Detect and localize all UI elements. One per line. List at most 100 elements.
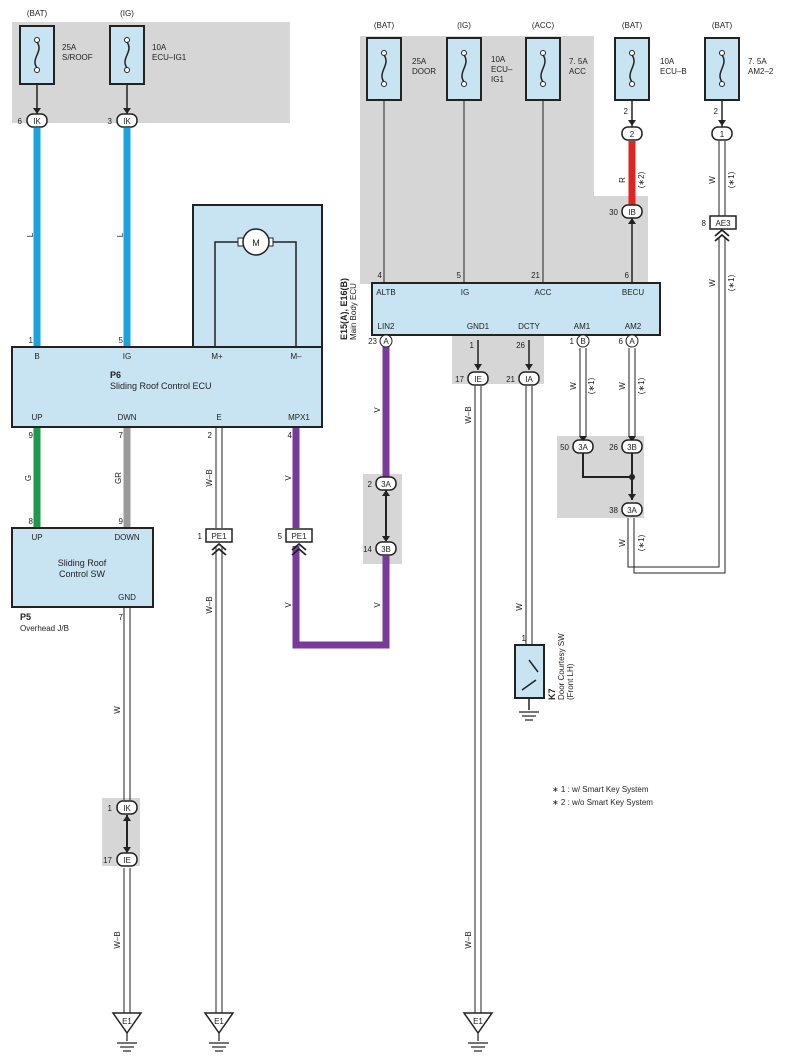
p5-sliding-roof-sw: UP DOWN Sliding Roof Control SW GND P5 O… xyxy=(11,527,154,633)
k7-door-courtesy-sw: K7 Door Courtesy SW (Front LH) xyxy=(514,633,575,721)
wire-note-label: (∗1) xyxy=(637,534,646,551)
ecu-code: E15(A), E16(B) xyxy=(339,278,349,340)
terminal-mpx1: MPX1 xyxy=(288,413,310,422)
fuse-s-roof: (BAT) 25A S/ROOF xyxy=(19,9,93,85)
connector-label: IK xyxy=(33,117,41,126)
motor-label: M xyxy=(252,238,260,248)
sw-location: Overhead J/B xyxy=(20,624,69,633)
legend: ∗ 1 : w/ Smart Key System ∗ 2 : w/o Smar… xyxy=(552,785,653,807)
pin-label: 7 xyxy=(119,431,124,440)
pin-label: 1 xyxy=(522,634,527,643)
pin-label: 3 xyxy=(108,117,113,126)
pin-label: 6 xyxy=(18,117,23,126)
fuse-rating: 7. 5A xyxy=(748,57,767,66)
k7-name-line2: (Front LH) xyxy=(566,663,575,700)
pin-label: 8 xyxy=(29,517,34,526)
ecu-name: Main Body ECU xyxy=(349,283,358,340)
wires-right xyxy=(383,100,726,1013)
connector-ie xyxy=(467,371,489,386)
connector-label: B xyxy=(580,337,585,346)
wire-color-label: W–B xyxy=(464,931,473,948)
main-body-ecu: ALTB IG ACC BECU LIN2 GND1 DCTY AM1 AM2 … xyxy=(339,278,661,340)
sw-name-line1: Sliding Roof xyxy=(58,558,107,568)
pin-label: 2 xyxy=(714,107,719,116)
fuse-name: ACC xyxy=(569,67,586,76)
pin-label: 21 xyxy=(506,375,515,384)
terminal-b: B xyxy=(34,352,39,361)
connectors: IK 6 IK 3 2 2 1 2 IB 30 AE3 8 A 23 B 1 A… xyxy=(18,107,737,867)
wire-color-label: G xyxy=(24,475,33,481)
connector-label: 3A xyxy=(381,480,391,489)
fuse-name-line1: ECU– xyxy=(491,65,513,74)
p6-sliding-roof-ecu: M B IG M+ M– P6 Sliding Roof Control ECU… xyxy=(11,204,323,428)
k7-code: K7 xyxy=(547,688,557,700)
terminal-becu: BECU xyxy=(622,288,644,297)
wire-color-label: W–B xyxy=(205,469,214,486)
terminal-am2: AM2 xyxy=(625,322,642,331)
fuse-source-label: (IG) xyxy=(457,21,471,30)
connector-1 xyxy=(711,126,733,141)
terminal-m-minus: M– xyxy=(290,352,302,361)
pin-label: 17 xyxy=(103,856,112,865)
fuse-source-label: (BAT) xyxy=(622,21,643,30)
sw-body xyxy=(11,527,154,608)
connector-ik xyxy=(116,113,138,128)
wires-left xyxy=(33,84,390,1013)
pin-label: 7 xyxy=(119,613,124,622)
terminal-am1: AM1 xyxy=(574,322,591,331)
terminal-dwn: DWN xyxy=(117,413,136,422)
wire-color-label: V xyxy=(373,602,382,608)
connector-label: AE3 xyxy=(715,219,731,228)
k7-name-line1: Door Courtesy SW xyxy=(557,633,566,700)
wire-color-label: W–B xyxy=(205,596,214,613)
pin-label: 38 xyxy=(609,506,618,515)
fuse-rating: 7. 5A xyxy=(569,57,588,66)
pin-label: 6 xyxy=(619,337,624,346)
sw-name-line2: Control SW xyxy=(59,569,106,579)
connector-ia xyxy=(518,371,540,386)
fuse-name-line2: IG1 xyxy=(491,75,504,84)
motor-icon xyxy=(242,228,270,256)
pin-label: 17 xyxy=(455,375,464,384)
pin-label: 21 xyxy=(531,271,540,280)
fuse-source-label: (IG) xyxy=(120,9,134,18)
ecu-body xyxy=(371,282,661,336)
legend-item: ∗ 2 : w/o Smart Key System xyxy=(552,798,653,807)
fuse-source-label: (BAT) xyxy=(27,9,48,18)
fuse-name: DOOR xyxy=(412,67,436,76)
wire-color-label: W xyxy=(113,706,122,714)
connector-label: IK xyxy=(123,117,131,126)
connector-ik xyxy=(26,113,48,128)
wire-color-label: V xyxy=(284,475,293,481)
pin-label: 26 xyxy=(516,341,525,350)
pin-label: 1 xyxy=(570,337,575,346)
connector-3a xyxy=(621,502,643,517)
legend-item: ∗ 1 : w/ Smart Key System xyxy=(552,785,649,794)
connector-label: A xyxy=(629,337,635,346)
wire-color-label: R xyxy=(618,177,627,183)
connector-label: IA xyxy=(525,375,533,384)
wire-note-label: (∗1) xyxy=(727,274,736,291)
wire-color-label: W xyxy=(515,603,524,611)
terminal-up: UP xyxy=(31,533,42,542)
terminal-e: E xyxy=(216,413,221,422)
pin-label: 23 xyxy=(368,337,377,346)
fuse-rating: 10A xyxy=(152,43,167,52)
connector-label: 3B xyxy=(627,443,637,452)
connector-label: IK xyxy=(123,804,131,813)
fuse-source-label: (BAT) xyxy=(374,21,395,30)
connector-a xyxy=(379,334,393,348)
terminal-m-plus: M+ xyxy=(211,352,223,361)
wire-color-label: L xyxy=(26,232,35,237)
connector-b xyxy=(576,334,590,348)
sw-body xyxy=(514,644,545,699)
fuse-rating: 10A xyxy=(491,55,506,64)
wire-color-label: W xyxy=(708,279,717,287)
pin-label: 2 xyxy=(368,480,373,489)
terminal-down: DOWN xyxy=(114,533,140,542)
motor-box xyxy=(192,204,323,348)
pin-label: 26 xyxy=(609,443,618,452)
fuse-rating: 10A xyxy=(660,57,675,66)
terminal-lin2: LIN2 xyxy=(378,322,395,331)
